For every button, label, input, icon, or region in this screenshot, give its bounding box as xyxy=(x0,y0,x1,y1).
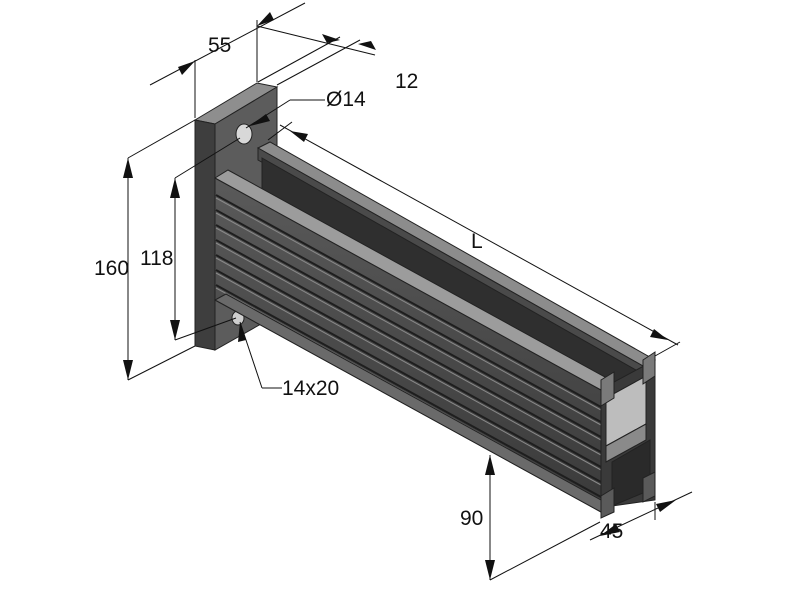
dimension-labels: 55 12 Ø14 L 160 118 14x20 90 45 xyxy=(94,34,623,543)
dim-label-118: 118 xyxy=(140,247,173,270)
top-hole xyxy=(235,123,253,145)
dim-label-length: L xyxy=(471,230,483,253)
dim-label-160: 160 xyxy=(94,257,129,280)
profile-end-section xyxy=(600,351,656,519)
dimension-lines xyxy=(123,2,693,581)
dim-label-hole-diameter: Ø14 xyxy=(326,88,366,111)
dim-label-12: 12 xyxy=(395,70,418,93)
dim-label-slot: 14x20 xyxy=(282,377,339,400)
dim-label-55: 55 xyxy=(208,34,231,57)
profile-grooves xyxy=(215,194,602,498)
rail-profile xyxy=(213,141,657,519)
dim-label-45: 45 xyxy=(600,520,623,543)
dim-label-90: 90 xyxy=(460,507,483,530)
